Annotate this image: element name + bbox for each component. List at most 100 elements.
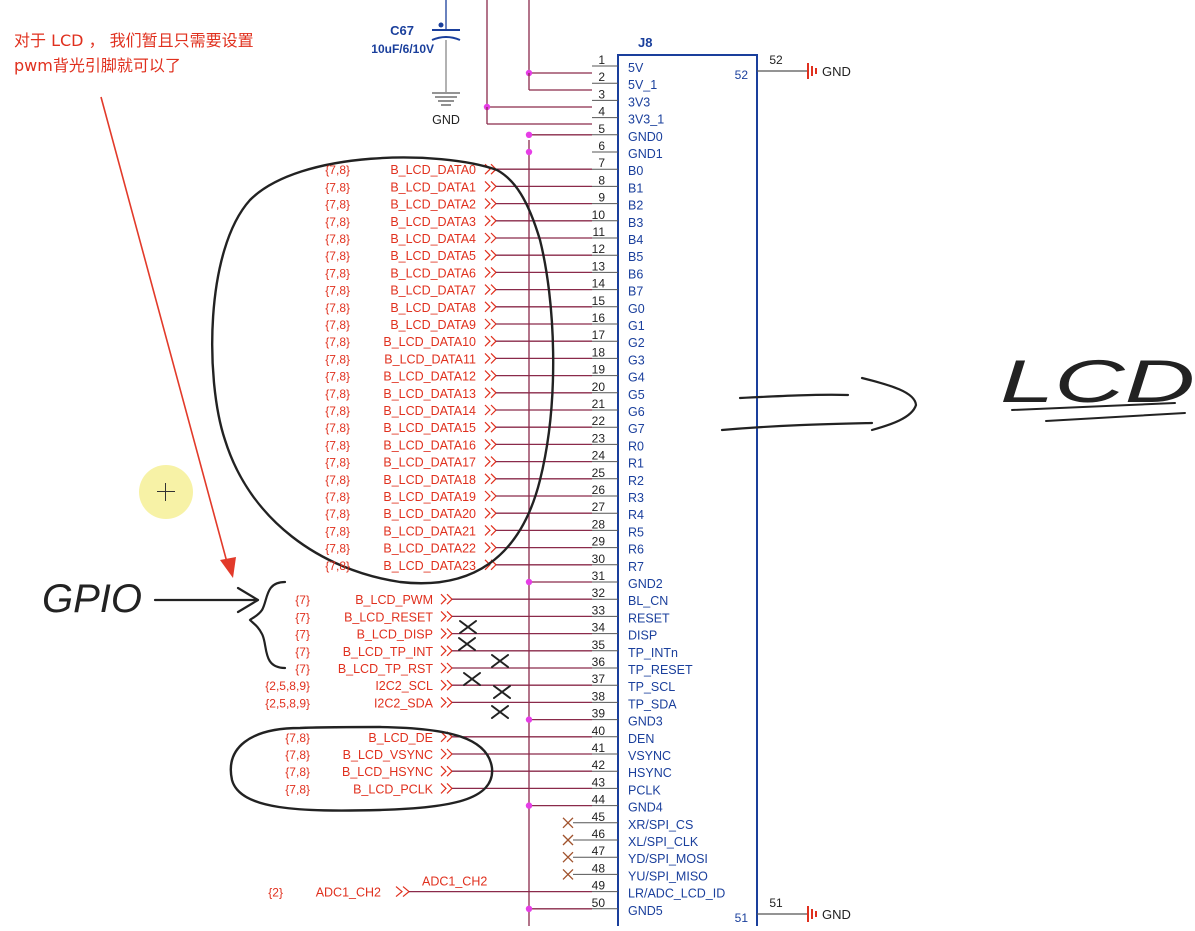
net-label: B_LCD_DATA0	[390, 163, 476, 177]
net-sheet-ref: {7}	[295, 662, 310, 676]
net-sheet-ref: {7,8}	[325, 421, 350, 435]
cap-plate-curved	[431, 36, 461, 41]
pin-number: 4	[598, 105, 605, 119]
net-port	[484, 473, 497, 485]
pin-number: 34	[592, 621, 606, 635]
net-label: B_LCD_DATA2	[390, 198, 476, 212]
pin-number: 1	[598, 53, 605, 67]
pin-number: 6	[598, 139, 605, 153]
net-label: B_LCD_DATA9	[390, 318, 476, 332]
pin-number: 26	[592, 483, 606, 497]
net-label: B_LCD_TP_INT	[343, 645, 434, 659]
pin-name: G6	[628, 405, 645, 419]
pin-number: 5	[598, 122, 605, 136]
unused-pin-cross-mark	[491, 654, 509, 668]
net-port	[484, 352, 497, 364]
pin-name: B7	[628, 285, 643, 299]
pin-name: HSYNC	[628, 766, 672, 780]
gnd-label: GND	[822, 907, 851, 922]
pin-number: 51	[735, 911, 749, 925]
pin-number: 30	[592, 552, 606, 566]
net-sheet-ref: {7,8}	[325, 507, 350, 521]
net-label: B_LCD_DATA15	[383, 421, 476, 435]
gpio-handwritten-label: GPIO	[42, 577, 142, 621]
pin-name: G5	[628, 388, 645, 402]
net-port	[440, 765, 453, 777]
pin-number: 11	[593, 225, 606, 239]
capacitor-ref: C67	[390, 23, 414, 38]
net-label: B_LCD_DATA4	[390, 232, 476, 246]
net-sheet-ref: {7,8}	[325, 180, 350, 194]
net-sheet-ref: {7,8}	[325, 249, 350, 263]
pin-name: GND4	[628, 801, 663, 815]
net-sheet-ref: {7,8}	[285, 748, 310, 762]
pin-number: 29	[592, 535, 606, 549]
pin-name: G3	[628, 353, 645, 367]
junction-dot	[525, 905, 533, 912]
net-port	[440, 679, 453, 691]
net-sheet-ref: {7,8}	[325, 559, 350, 573]
pin-number: 35	[592, 638, 606, 652]
handwriting-layer: GPIO LCD	[42, 96, 1195, 812]
net-port	[440, 696, 453, 708]
pin-number: 2	[598, 70, 605, 84]
net-sheet-ref: {7,8}	[325, 335, 350, 349]
gpio-brace	[248, 580, 287, 670]
net-sheet-ref: {7,8}	[325, 404, 350, 418]
net-sheet-ref: {7,8}	[325, 438, 350, 452]
net-port	[484, 266, 497, 278]
pin-number: 52	[735, 68, 749, 82]
net-port	[440, 628, 453, 640]
capacitor-value: 10uF/6/10V	[371, 42, 434, 56]
annotation-note: 对于 LCD ， 我们暂且只需要设置 pwm背光引脚就可以了	[14, 28, 314, 78]
net-sheet-ref: {7,8}	[325, 490, 350, 504]
pin-name: XL/SPI_CLK	[628, 835, 699, 849]
pin-name: B6	[628, 267, 643, 281]
net-port	[484, 249, 497, 261]
pin-number: 7	[598, 156, 605, 170]
net-port	[484, 387, 497, 399]
no-connect-mark	[562, 851, 574, 863]
pin-name: GND1	[628, 147, 663, 161]
pin-name: GND3	[628, 715, 663, 729]
pin-number: 45	[592, 810, 606, 824]
net-label: B_LCD_DATA13	[383, 387, 476, 401]
net-port	[484, 180, 497, 192]
pin-name: 5V_1	[628, 78, 657, 92]
pin-name: R1	[628, 457, 644, 471]
pin-name: 5V	[628, 61, 644, 75]
net-port	[484, 507, 497, 519]
net-port	[484, 438, 497, 450]
wires-layer	[395, 0, 817, 931]
pin-name: G7	[628, 422, 645, 436]
no-connect-mark	[562, 868, 574, 880]
net-label: B_LCD_DATA14	[383, 404, 476, 418]
pin-number: 51	[769, 896, 783, 910]
net-label: B_LCD_DATA20	[383, 507, 476, 521]
pin-number: 13	[592, 259, 606, 273]
pin-name: B4	[628, 233, 643, 247]
lcd-handwritten-label: LCD	[1000, 348, 1195, 415]
net-label: B_LCD_DATA11	[384, 352, 476, 366]
net-sheet-ref: {2,5,8,9}	[265, 696, 310, 710]
pin-number: 44	[592, 793, 606, 807]
pin-name: G0	[628, 302, 645, 316]
net-wire-label: ADC1_CH2	[422, 875, 487, 889]
net-label: I2C2_SDA	[374, 696, 434, 710]
net-label: B_LCD_DATA8	[390, 301, 476, 315]
sync-signals-circle	[229, 725, 494, 812]
unused-pin-cross-mark	[459, 620, 477, 634]
net-port	[484, 404, 497, 416]
net-port	[484, 421, 497, 433]
pin-name: R4	[628, 508, 644, 522]
net-label: B_LCD_TP_RST	[338, 662, 434, 676]
pin-name: YU/SPI_MISO	[628, 869, 708, 883]
pin-number: 32	[592, 586, 606, 600]
pin-number: 21	[592, 397, 606, 411]
pin-number: 50	[592, 896, 606, 910]
connector-body	[617, 54, 758, 931]
net-sheet-ref: {7,8}	[325, 301, 350, 315]
net-sheet-ref: {7,8}	[325, 198, 350, 212]
lcd-underline	[1045, 412, 1186, 422]
pin-number: 42	[592, 758, 606, 772]
